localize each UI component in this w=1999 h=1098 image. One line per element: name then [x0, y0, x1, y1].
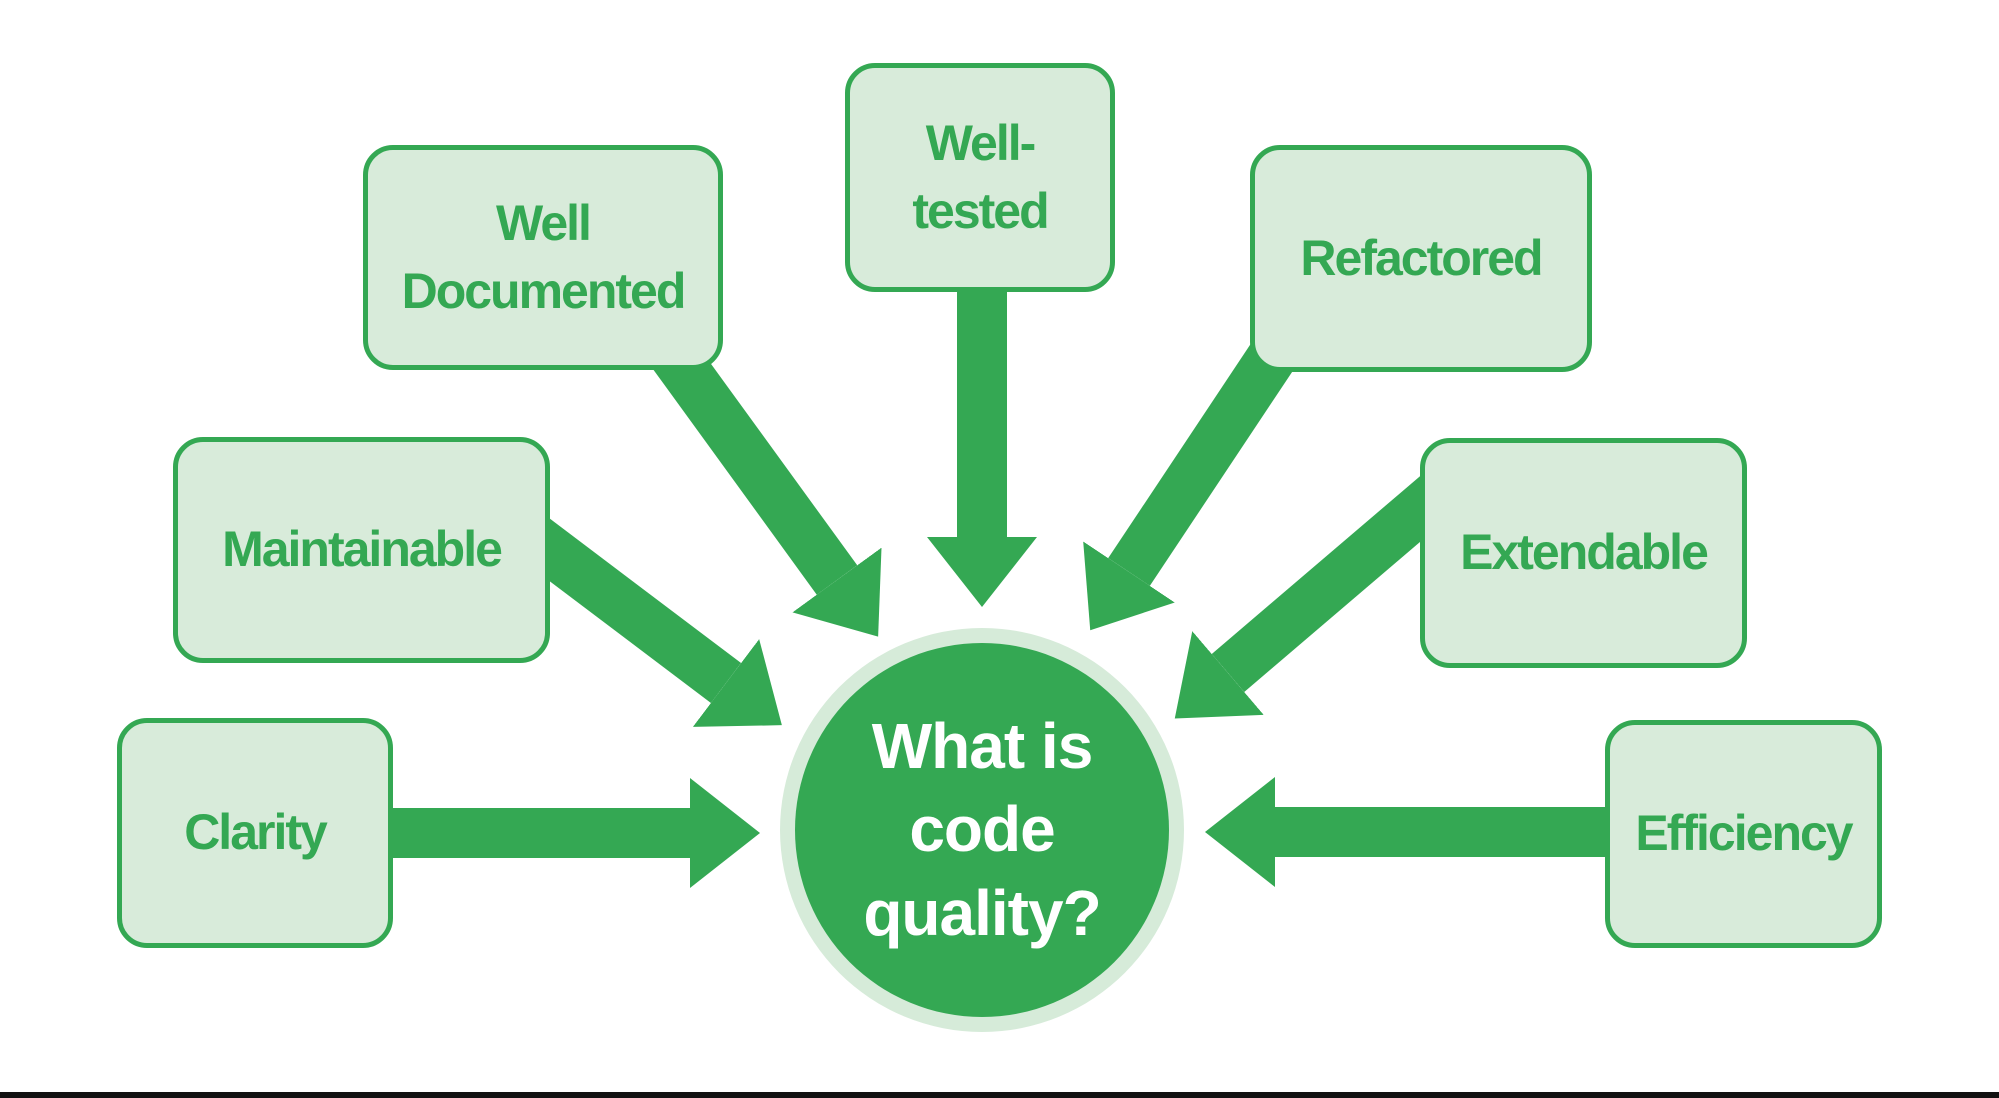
- node-label-line: Refactored: [1300, 229, 1543, 286]
- arrow-well-documented-to-center: [649, 335, 882, 637]
- node-well-tested: Well- tested: [845, 63, 1115, 292]
- arrow-extendable-to-center: [1174, 472, 1457, 719]
- node-label-line: Documented: [401, 262, 687, 319]
- node-extendable: Extendable: [1420, 438, 1747, 668]
- arrow-maintainable-to-center: [514, 515, 782, 727]
- node-label-line: tested: [912, 182, 1049, 239]
- node-label-line: Clarity: [184, 804, 328, 861]
- node-label-line: Extendable: [1460, 524, 1709, 581]
- node-label-line: Well: [496, 195, 592, 251]
- center-circle-halo: What is code quality?: [780, 628, 1184, 1032]
- arrow-refactored-to-center: [1083, 331, 1301, 631]
- node-refactored: Refactored: [1250, 145, 1592, 372]
- center-circle: What is code quality?: [795, 643, 1169, 1017]
- node-label-line: Efficiency: [1635, 805, 1853, 862]
- center-title-line: What is: [871, 710, 1094, 783]
- bottom-border-line: [0, 1092, 1999, 1098]
- node-efficiency: Efficiency: [1605, 720, 1882, 948]
- node-maintainable: Maintainable: [173, 437, 550, 663]
- node-clarity: Clarity: [117, 718, 393, 948]
- node-label-line: Well-: [925, 115, 1037, 171]
- center-title-line: quality?: [863, 876, 1101, 949]
- center-title-line: code: [909, 793, 1055, 866]
- node-well-documented: Well Documented: [363, 145, 723, 370]
- node-label-line: Maintainable: [222, 521, 503, 578]
